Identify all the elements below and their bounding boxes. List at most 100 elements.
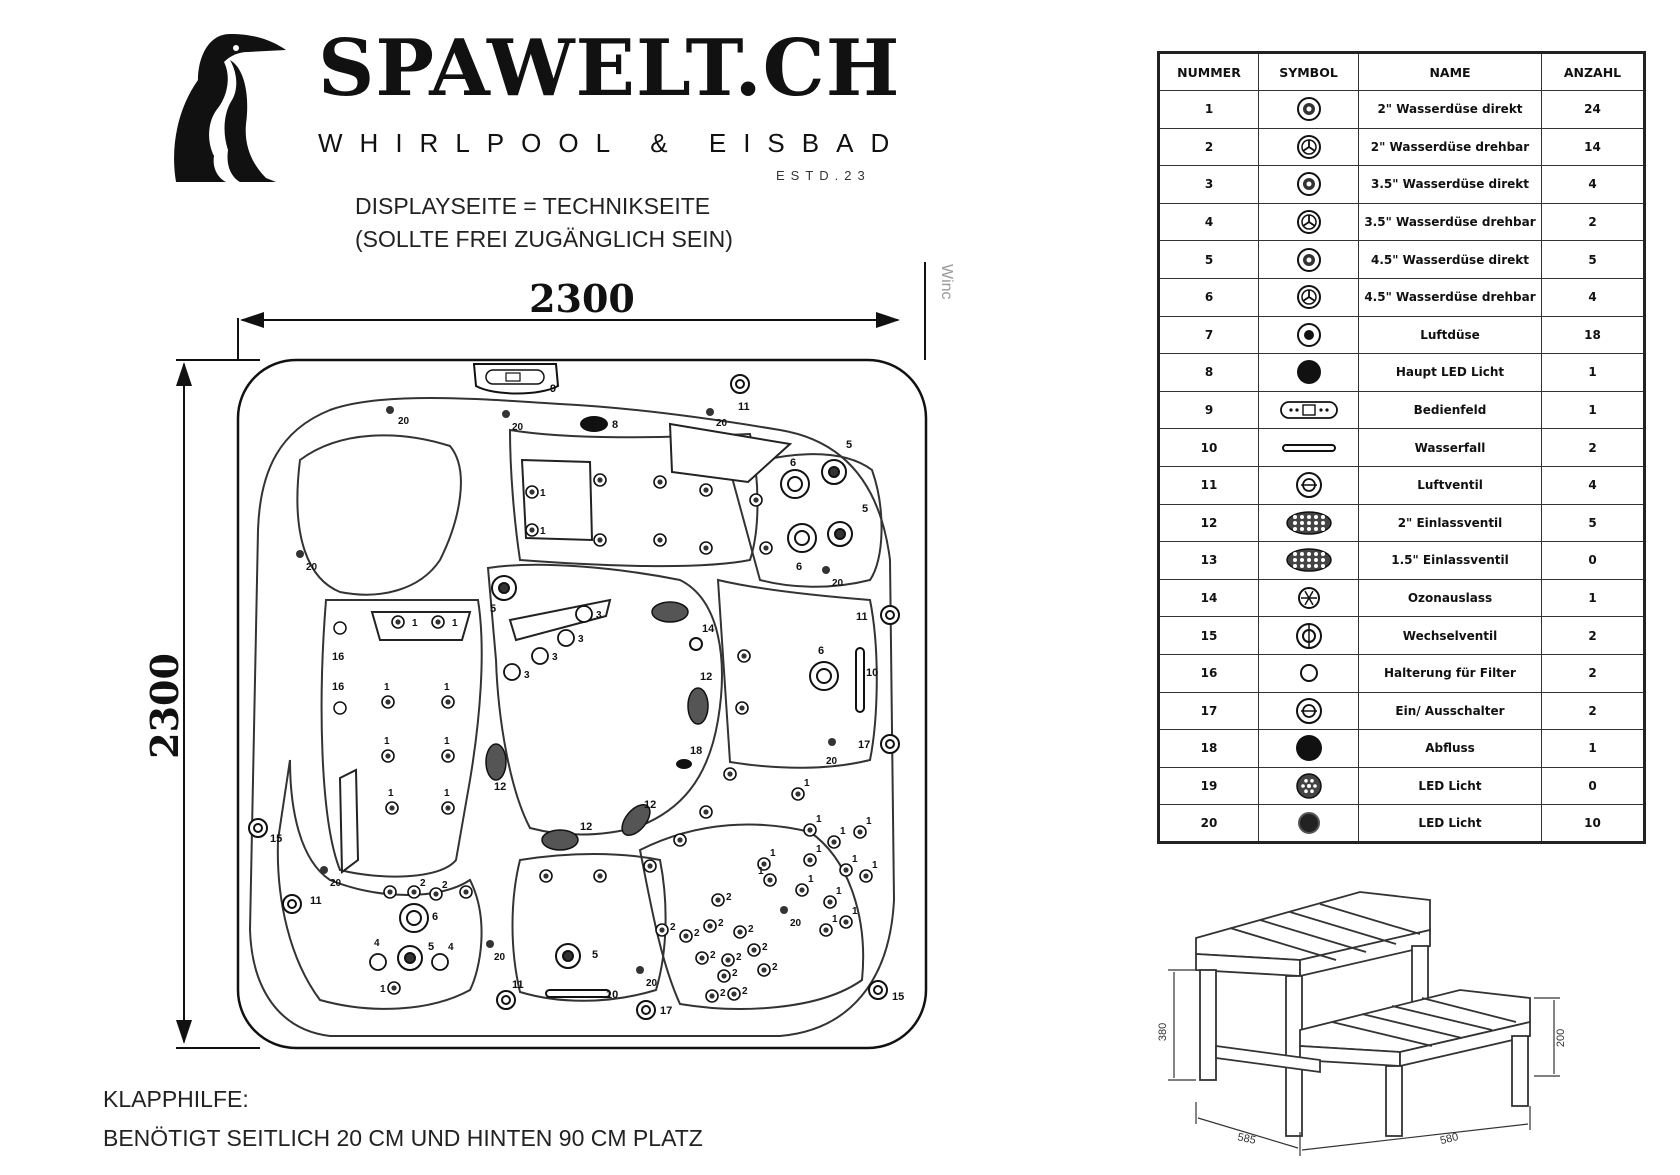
air-jet-icon — [653, 475, 667, 489]
jet2-label: 2 — [762, 942, 768, 953]
control-panel — [472, 363, 560, 395]
cell-symbol — [1258, 90, 1359, 129]
led-label: 20 — [494, 952, 506, 963]
jet-icon — [441, 695, 455, 709]
brand-established: ESTD.23 — [776, 168, 871, 183]
jet-icon — [747, 943, 761, 957]
jet-icon — [441, 749, 455, 763]
cell-nummer: 9 — [1158, 390, 1259, 430]
diverter-label: 15 — [892, 991, 904, 1003]
cell-nummer: 3 — [1158, 165, 1259, 204]
air-jet-icon — [459, 885, 473, 899]
switch-label: 17 — [858, 739, 870, 751]
jet1-label: 1 — [852, 906, 858, 917]
jet1-label: 1 — [770, 848, 776, 859]
air-jet-icon — [749, 493, 763, 507]
drain-label: 18 — [690, 745, 702, 757]
cell-nummer: 11 — [1158, 465, 1259, 505]
jet2-label: 2 — [718, 918, 724, 929]
jet4-label: 4 — [374, 938, 380, 949]
cell-anzahl: 10 — [1541, 804, 1645, 843]
jet-icon — [839, 915, 853, 929]
main-led-label: 8 — [612, 419, 618, 431]
drain-icon — [1295, 735, 1322, 762]
height-dimension-label: 2300 — [142, 653, 187, 759]
cell-anzahl: 2 — [1541, 653, 1645, 693]
cell-name: Halterung für Filter — [1358, 653, 1542, 693]
cell-nummer: 8 — [1158, 353, 1259, 392]
seat-outlines — [248, 397, 896, 1037]
air-jet-icon — [759, 541, 773, 555]
jet-icon — [387, 981, 401, 995]
cell-anzahl: 2 — [1541, 616, 1645, 655]
jet-icon — [381, 749, 395, 763]
steps-height-front: 200 — [1555, 1029, 1567, 1047]
jet-icon — [407, 885, 421, 899]
inlet-valve-icon — [1285, 511, 1332, 535]
jet2-label: 2 — [732, 968, 738, 979]
cell-name: 4.5" Wasserdüse direkt — [1358, 240, 1542, 279]
inlet-valve-label: 12 — [580, 821, 592, 833]
cell-symbol — [1258, 541, 1359, 580]
edge-text: Winc — [938, 264, 955, 300]
brand-tagline: WHIRLPOOL & EISBAD — [318, 128, 907, 158]
jet-direct-icon — [1296, 247, 1321, 272]
cell-name: Luftventil — [1358, 465, 1542, 505]
jet1-label: 1 — [816, 814, 822, 825]
jet5-label: 5 — [862, 503, 868, 515]
jet1-label: 1 — [412, 618, 418, 629]
steps-drawing: 380 200 585 580 — [1157, 891, 1567, 1156]
jet-icon — [733, 925, 747, 939]
header-nummer: NUMMER — [1158, 52, 1259, 91]
filter-holder-icon — [333, 621, 347, 715]
cell-nummer: 19 — [1158, 766, 1259, 806]
jet-icon — [525, 485, 539, 499]
height-dimension — [176, 359, 260, 1049]
jet2-label: 2 — [694, 928, 700, 939]
cell-nummer: 7 — [1158, 315, 1259, 355]
jet1-label: 1 — [816, 844, 822, 855]
jet1-label: 1 — [452, 618, 458, 629]
cell-symbol — [1258, 729, 1359, 768]
table-header-row: NUMMER SYMBOL NAME ANZAHL — [1158, 52, 1645, 91]
jet1-label: 1 — [540, 526, 546, 537]
jet1-label: 1 — [540, 488, 546, 499]
jet-icon — [655, 923, 669, 937]
ozone-outlet-icon — [1297, 587, 1320, 610]
cell-nummer: 10 — [1158, 428, 1259, 467]
display-side-note-line1: DISPLAYSEITE = TECHNIKSEITE — [355, 193, 711, 219]
jet2-label: 2 — [772, 962, 778, 973]
waterfall-icon — [545, 989, 611, 998]
jet-icon — [757, 963, 771, 977]
filter-holder-label: 16 — [332, 651, 344, 663]
cell-anzahl: 4 — [1541, 165, 1645, 204]
jet-icon — [727, 987, 741, 1001]
jet1-label: 1 — [444, 788, 450, 799]
jet-icon — [803, 823, 817, 837]
jet-rotating-icon — [1296, 210, 1321, 235]
jet-icon — [711, 893, 725, 907]
header-symbol: SYMBOL — [1258, 52, 1359, 91]
jet1-label: 1 — [380, 984, 386, 995]
jet-icon — [827, 835, 841, 849]
cell-symbol — [1258, 766, 1359, 806]
air-valve-label: 11 — [310, 895, 322, 907]
air-jet-icon — [1296, 322, 1321, 347]
jet-icon — [705, 989, 719, 1003]
air-jet-icon — [643, 859, 657, 873]
led-light-small-icon — [1297, 812, 1320, 835]
jet-icon — [525, 523, 539, 537]
air-jet-icon — [723, 767, 737, 781]
jet2-label: 2 — [670, 922, 676, 933]
jet2-label: 2 — [726, 892, 732, 903]
cell-anzahl: 2 — [1541, 691, 1645, 731]
cell-anzahl: 1 — [1541, 390, 1645, 430]
jet6-label: 6 — [790, 457, 796, 469]
